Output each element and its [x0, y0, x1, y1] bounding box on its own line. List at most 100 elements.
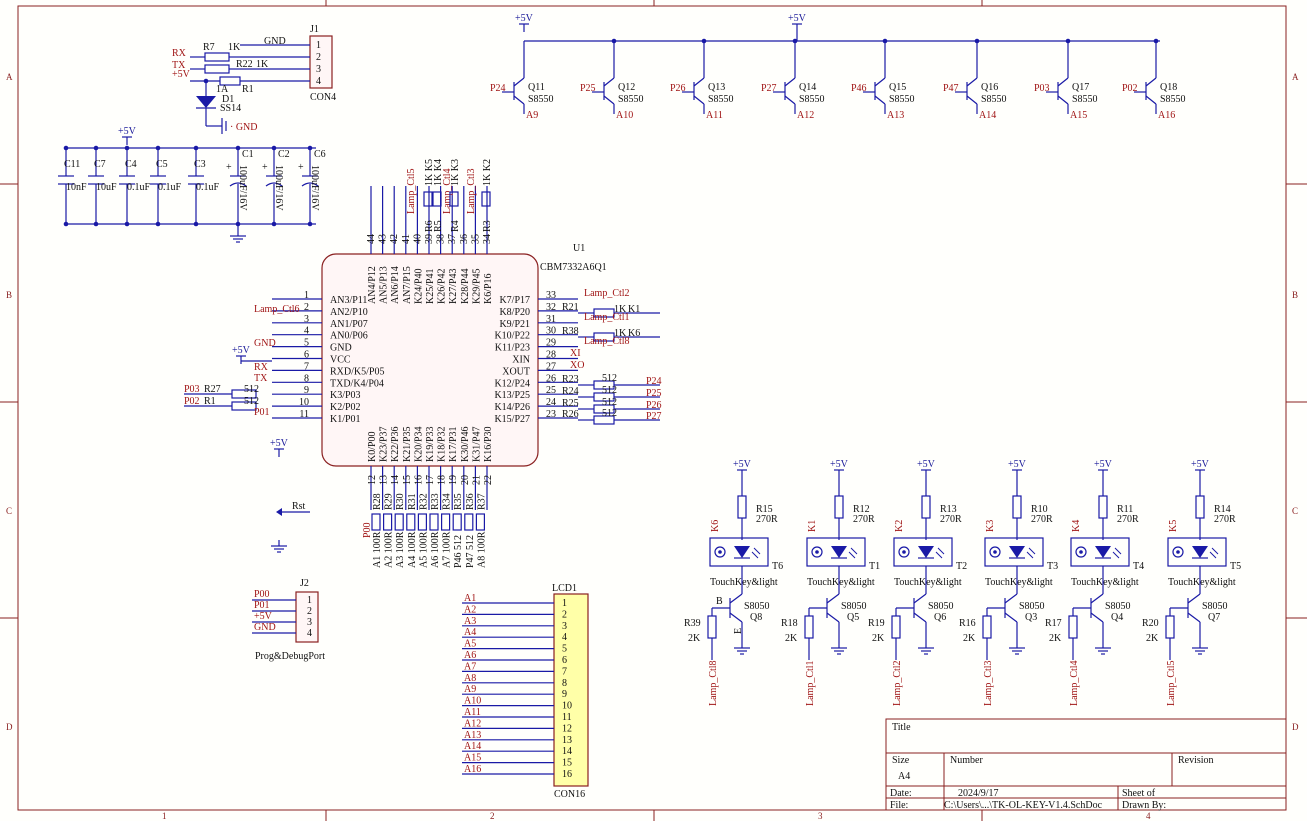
q-e-leg — [1057, 77, 1069, 87]
touch-pad-center — [815, 550, 819, 554]
r7-val: 1K — [228, 42, 241, 53]
vcc-label: +5V — [1191, 459, 1210, 470]
r27-ref: R27 — [204, 384, 221, 395]
res-ref: R5 — [433, 220, 444, 232]
res-ref: R4 — [450, 220, 461, 232]
touch-rb-val: 2K — [1146, 633, 1159, 644]
touch-rb-val: 2K — [1049, 633, 1062, 644]
res-val: 512 — [602, 397, 617, 408]
lcd-pin: 6 — [562, 655, 567, 666]
net-tx: TX — [254, 373, 268, 384]
touch-rb-ref: R18 — [781, 618, 798, 629]
touch-res-ref: R10 — [1031, 504, 1048, 515]
vcc-label: +5V — [1094, 459, 1113, 470]
u1-pin-name: AN6/P14 — [390, 266, 401, 304]
r1b — [231, 401, 257, 411]
touch-ref: T2 — [956, 561, 967, 572]
touch-pad-center — [1176, 550, 1180, 554]
touch-rb-val: 2K — [872, 633, 885, 644]
q-out-net: A10 — [616, 110, 633, 121]
npn-e — [1187, 612, 1201, 623]
q-e-leg — [513, 77, 525, 87]
touch-label: TouchKey&light — [807, 577, 875, 588]
res-ref: R6 — [424, 220, 435, 232]
q-out-net: A12 — [797, 110, 814, 121]
touch-res-val: 270R — [853, 514, 875, 525]
junction-dot — [63, 221, 69, 227]
zone-number: 1 — [162, 811, 167, 821]
u1-pin-name: K8/P20 — [499, 307, 530, 318]
npn-ref: Q6 — [934, 612, 946, 623]
u1-pin-number: 16 — [413, 475, 424, 485]
led-ray — [935, 551, 943, 559]
touch-lamp-net: Lamp_Ctl4 — [1069, 660, 1080, 706]
net-lamp6: Lamp_Ctl6 — [254, 304, 300, 315]
npn-ref: Q5 — [847, 612, 859, 623]
zone-letter: B — [6, 290, 12, 300]
q-c-leg — [693, 95, 705, 105]
cap-plate-curved — [265, 182, 283, 187]
u1-pin-name: AN3/P11 — [330, 295, 367, 306]
resistor — [475, 513, 485, 531]
u1-pin-number: 44 — [366, 234, 377, 244]
res-val: 512 — [602, 373, 617, 384]
u1-pin-number: 34 — [482, 234, 493, 244]
npn-c — [1090, 593, 1104, 604]
u1-pin-name: K0/P00 — [367, 431, 378, 462]
u1-pin-name: K11/P23 — [495, 343, 530, 354]
touch-res-top — [921, 495, 931, 519]
zone-letter: D — [1292, 722, 1299, 732]
lcd-net: A14 — [464, 741, 481, 752]
q-type: S8550 — [799, 94, 825, 105]
resistor — [441, 513, 451, 531]
u1-pin-name: K30/P46 — [460, 426, 471, 462]
res-val: A7 100R — [442, 531, 453, 568]
q-ref: Q18 — [1160, 82, 1177, 93]
led-ray — [1028, 547, 1036, 555]
cap-ref: C11 — [64, 159, 80, 170]
net-p00: P00 — [362, 522, 373, 538]
cap-polarity: + — [262, 162, 268, 173]
u1-pin-number: 23 — [546, 409, 556, 420]
u1-pin-number: 24 — [546, 397, 556, 408]
vcc-label: +5V — [118, 126, 137, 137]
u1-pin-number: 7 — [304, 361, 309, 372]
cap-polarity: + — [298, 162, 304, 173]
q-e-leg — [784, 77, 796, 87]
j2-pin: 3 — [307, 617, 312, 628]
d1-val: SS14 — [220, 103, 241, 114]
j2-net: P00 — [254, 589, 270, 600]
cap-ref: C4 — [125, 159, 137, 170]
q-c-leg — [1057, 95, 1069, 105]
r7 — [204, 52, 230, 62]
lcd-net: A2 — [464, 604, 476, 615]
u1-pin-name: K24/P40 — [413, 268, 424, 304]
touch-lamp-net: Lamp_Ctl1 — [805, 660, 816, 706]
touch-res-val: 270R — [940, 514, 962, 525]
net-label: P24 — [646, 376, 662, 387]
resistor — [394, 513, 404, 531]
zone-letter: A — [6, 72, 13, 82]
u1-pin-name: K3/P03 — [330, 390, 361, 401]
res-ref: R26 — [562, 409, 579, 420]
ic-u1 — [321, 253, 539, 467]
r22 — [204, 64, 230, 74]
res-ref: R28 — [372, 493, 383, 510]
u1-pin-name: AN5/P13 — [379, 266, 390, 304]
net-label: Lamp_Ctl3 — [466, 168, 477, 214]
q-type: S8550 — [618, 94, 644, 105]
res-val: A3 100R — [395, 531, 406, 568]
touch-key-box — [709, 537, 769, 567]
zone-number: 3 — [818, 811, 823, 821]
u1-pin-number: 8 — [304, 373, 309, 384]
u1-part: CBM7332A6Q1 — [540, 262, 607, 273]
u1-pin-number: 26 — [546, 373, 556, 384]
touch-rb-ref: R39 — [684, 618, 701, 629]
touch-ref: T6 — [772, 561, 783, 572]
touch-key-box — [893, 537, 953, 567]
npn-ref: Q8 — [750, 612, 762, 623]
resistor — [423, 191, 433, 207]
res-ref: R34 — [442, 493, 453, 510]
u1-pin-name: K2/P02 — [330, 402, 361, 413]
j1-pin: 3 — [316, 64, 321, 75]
